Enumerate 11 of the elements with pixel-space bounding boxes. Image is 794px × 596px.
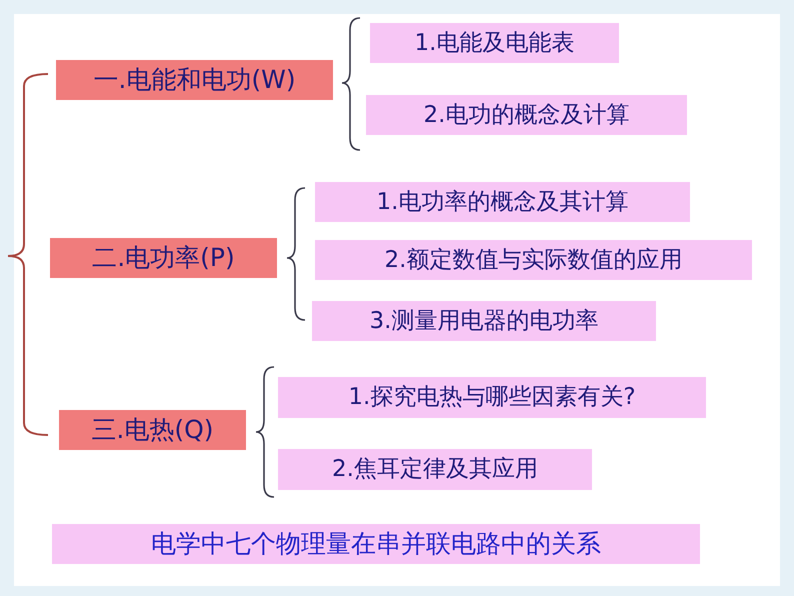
topic-box: 二.电功率(P): [50, 238, 277, 278]
subtopic-box: 2.电功的概念及计算: [366, 95, 687, 135]
topic-box: 一.电能和电功(W): [56, 60, 333, 100]
subtopic-box: 1.探究电热与哪些因素有关?: [278, 377, 706, 418]
subtopic-box: 2.额定数值与实际数值的应用: [315, 240, 752, 280]
subtopic-box: 3.测量用电器的电功率: [312, 301, 656, 341]
subtopic-box: 1.电能及电能表: [370, 23, 619, 63]
subtopic-box: 2.焦耳定律及其应用: [278, 449, 592, 490]
topic-box: 三.电热(Q): [59, 410, 246, 450]
subtopic-box: 1.电功率的概念及其计算: [315, 182, 690, 222]
summary-box: 电学中七个物理量在串并联电路中的关系: [52, 524, 700, 564]
